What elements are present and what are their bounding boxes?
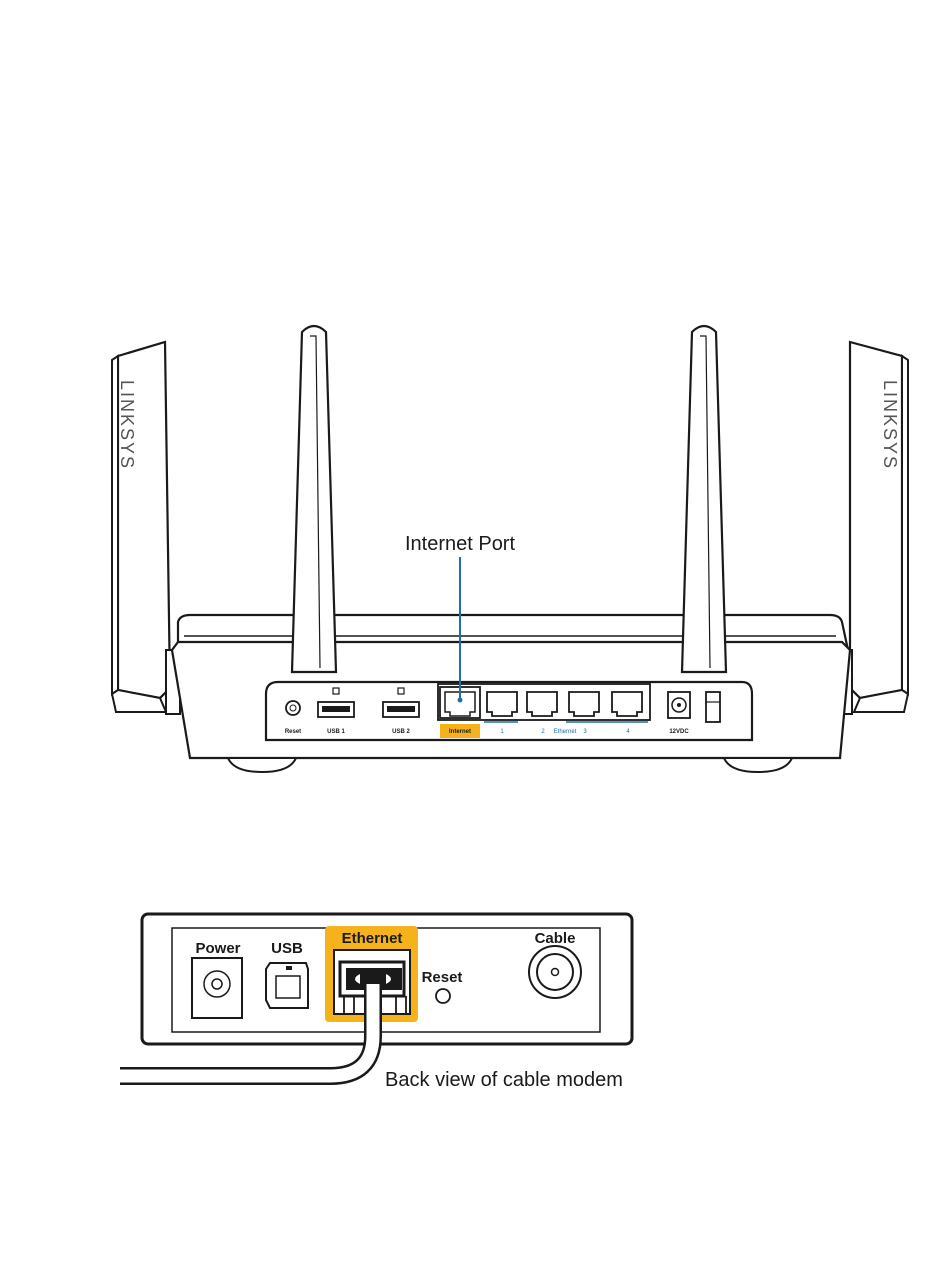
modem-usb-port <box>266 963 308 1008</box>
modem-label-reset: Reset <box>422 969 463 986</box>
center-left-antenna <box>292 326 336 672</box>
brand-text-left: LINKSYS <box>117 380 137 470</box>
internet-port-callout: Internet Port <box>405 533 516 555</box>
label-internet: Internet <box>449 729 471 735</box>
router-back-view: LINKSYS LINKSYS <box>112 326 908 772</box>
power-switch <box>706 692 720 722</box>
label-reset: Reset <box>285 729 301 735</box>
label-ethernet: Ethernet <box>554 729 577 735</box>
left-flat-antenna: LINKSYS <box>112 342 180 714</box>
label-usb1: USB 1 <box>327 729 345 735</box>
center-right-antenna <box>682 326 726 672</box>
modem-back-view: Power USB Ethernet Reset Cable Back view… <box>120 914 632 1091</box>
modem-label-ethernet: Ethernet <box>342 930 403 947</box>
power-jack <box>668 692 690 718</box>
modem-label-usb: USB <box>271 940 303 957</box>
brand-text-right: LINKSYS <box>880 380 900 470</box>
modem-label-power: Power <box>195 940 240 957</box>
label-usb2: USB 2 <box>392 729 410 735</box>
modem-caption: Back view of cable modem <box>385 1069 623 1091</box>
router-reset-button <box>286 701 300 715</box>
modem-power-port <box>192 958 242 1018</box>
ethernet-ports <box>438 684 650 720</box>
modem-reset-button <box>436 989 450 1003</box>
label-12vdc: 12VDC <box>669 729 689 735</box>
modem-label-cable: Cable <box>535 930 576 947</box>
modem-cable-port <box>529 946 581 998</box>
